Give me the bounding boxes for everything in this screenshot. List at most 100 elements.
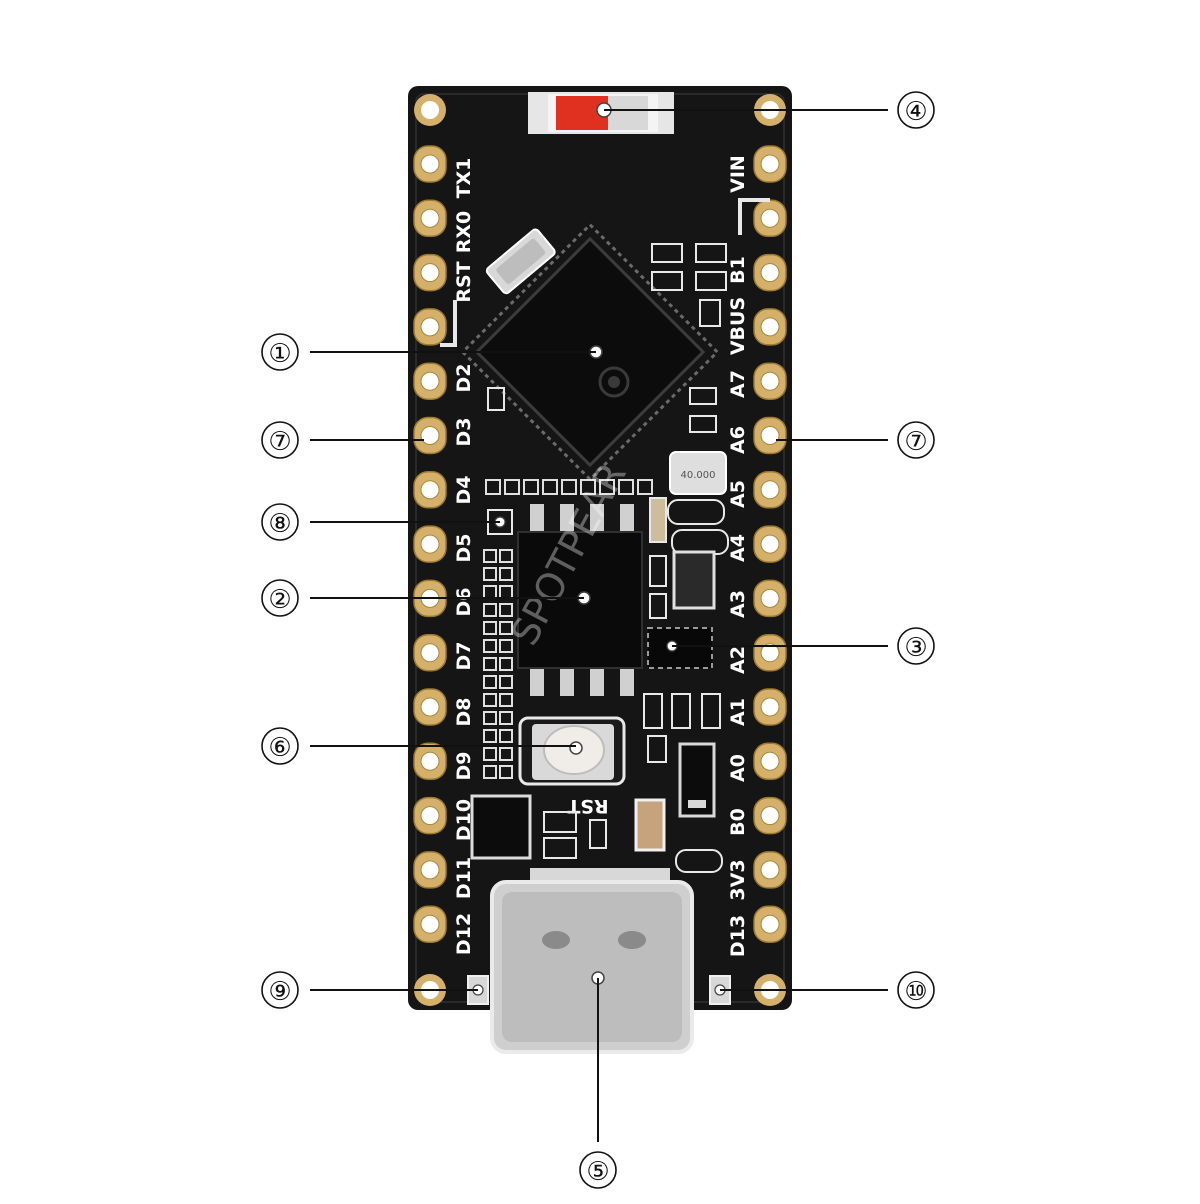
smd-pad [483,711,497,725]
smd-pad [483,765,497,779]
pin-hole [420,154,440,174]
capacitor-c12 [675,849,723,873]
smd-pad [499,729,513,743]
test-pad-row [485,479,653,495]
capacitor-c5 [649,497,667,543]
right-header-pin [753,742,787,781]
smd-pad [483,549,497,563]
left-pin-label: RST [453,261,475,302]
callout-6: ⑥ [261,727,576,765]
capacitor-c2 [689,387,717,405]
mounting-hole-top-left-drill [421,101,439,119]
right-pin-label: A6 [727,426,749,454]
capacitor-c4 [487,387,505,411]
right-pin-label: D13 [727,915,749,957]
capacitor-c10 [701,693,721,729]
callout-3: ③ [672,627,935,665]
smd-pad [483,567,497,581]
callout-8-ring [261,503,299,541]
pin-hole [420,697,440,717]
right-header-pin [753,688,787,726]
pin-hole [420,534,440,554]
smd-pad [483,675,497,689]
mcu-pins [460,222,720,482]
diode-band [688,800,706,808]
rst-button-label: RST [567,795,608,817]
reset-button [518,716,626,786]
callout-6-number: ⑥ [268,733,291,763]
pin-hole [420,643,440,663]
callout-8: ⑧ [261,503,500,541]
smd-pad [499,639,513,653]
left-header-pin [413,905,447,943]
test-pad [504,479,520,495]
flash-pin-b4 [620,668,634,696]
right-pin-label: B0 [727,808,749,836]
right-header-pin [753,471,787,509]
capacitor-c6 [649,555,667,587]
ldo-regulator [470,794,532,860]
left-pin-label: D5 [453,534,475,563]
pin-hole [760,426,780,445]
inductor [672,550,716,610]
pin-hole [760,751,780,771]
smd-pad [499,621,513,635]
right-header-pin [753,416,787,455]
smd-pad [483,603,497,617]
callout-7-left: ⑦ [261,421,424,459]
smd-pad [499,603,513,617]
right-header-pin [753,199,787,238]
callout-5: ⑤ [579,978,617,1189]
capacitor-c7 [649,593,667,619]
right-pin-label: A3 [727,590,749,618]
flash-pin-t2 [560,504,574,532]
smd-pad [499,693,513,707]
right-pin-label: A7 [727,370,749,398]
right-pin-label: A1 [727,698,749,726]
right-header-pin [753,145,787,183]
pin-hole [420,480,440,500]
right-header-pins [753,145,787,943]
right-pin-label: B1 [727,256,749,284]
right-pin-label: A2 [727,646,749,674]
callout-1-ring [261,333,299,371]
smd-pad [499,567,513,581]
pin-hole [760,208,780,228]
button-point [569,741,583,755]
resistor-r5 [543,811,577,833]
test-pad [580,479,596,495]
pin-hole [760,860,780,880]
right-pin-label: A5 [727,480,749,508]
pin-hole [760,914,780,934]
callout-7-right: ⑦ [776,421,935,459]
smd-pad [483,621,497,635]
pin-hole [420,208,440,228]
pin-hole [760,317,780,337]
smd-pad [483,729,497,743]
pin-hole [760,806,780,826]
left-header-pin [413,416,447,455]
silk-marker-right [738,198,770,235]
resistor-r1 [651,243,683,263]
usb-hole-right [618,931,646,949]
right-pin-label: A0 [727,754,749,782]
left-header-pin [413,199,447,238]
callout-7-left-number: ⑦ [268,427,291,457]
led-pad [608,96,648,130]
smd-pad [483,747,497,761]
callout-2-ring [261,579,299,617]
capacitor-c11 [647,735,667,763]
regulator-ic [647,627,713,669]
left-pin-label: RX0 [453,211,475,254]
right-header-pin [753,905,787,943]
flash-pin-t4 [620,504,634,532]
smd-pad [499,747,513,761]
right-header-pin [753,633,787,672]
right-header-pin [753,525,787,563]
callout-6-ring [261,727,299,765]
smd-pad [499,765,513,779]
left-header-pin [413,851,447,889]
flash-pin-b2 [560,668,574,696]
